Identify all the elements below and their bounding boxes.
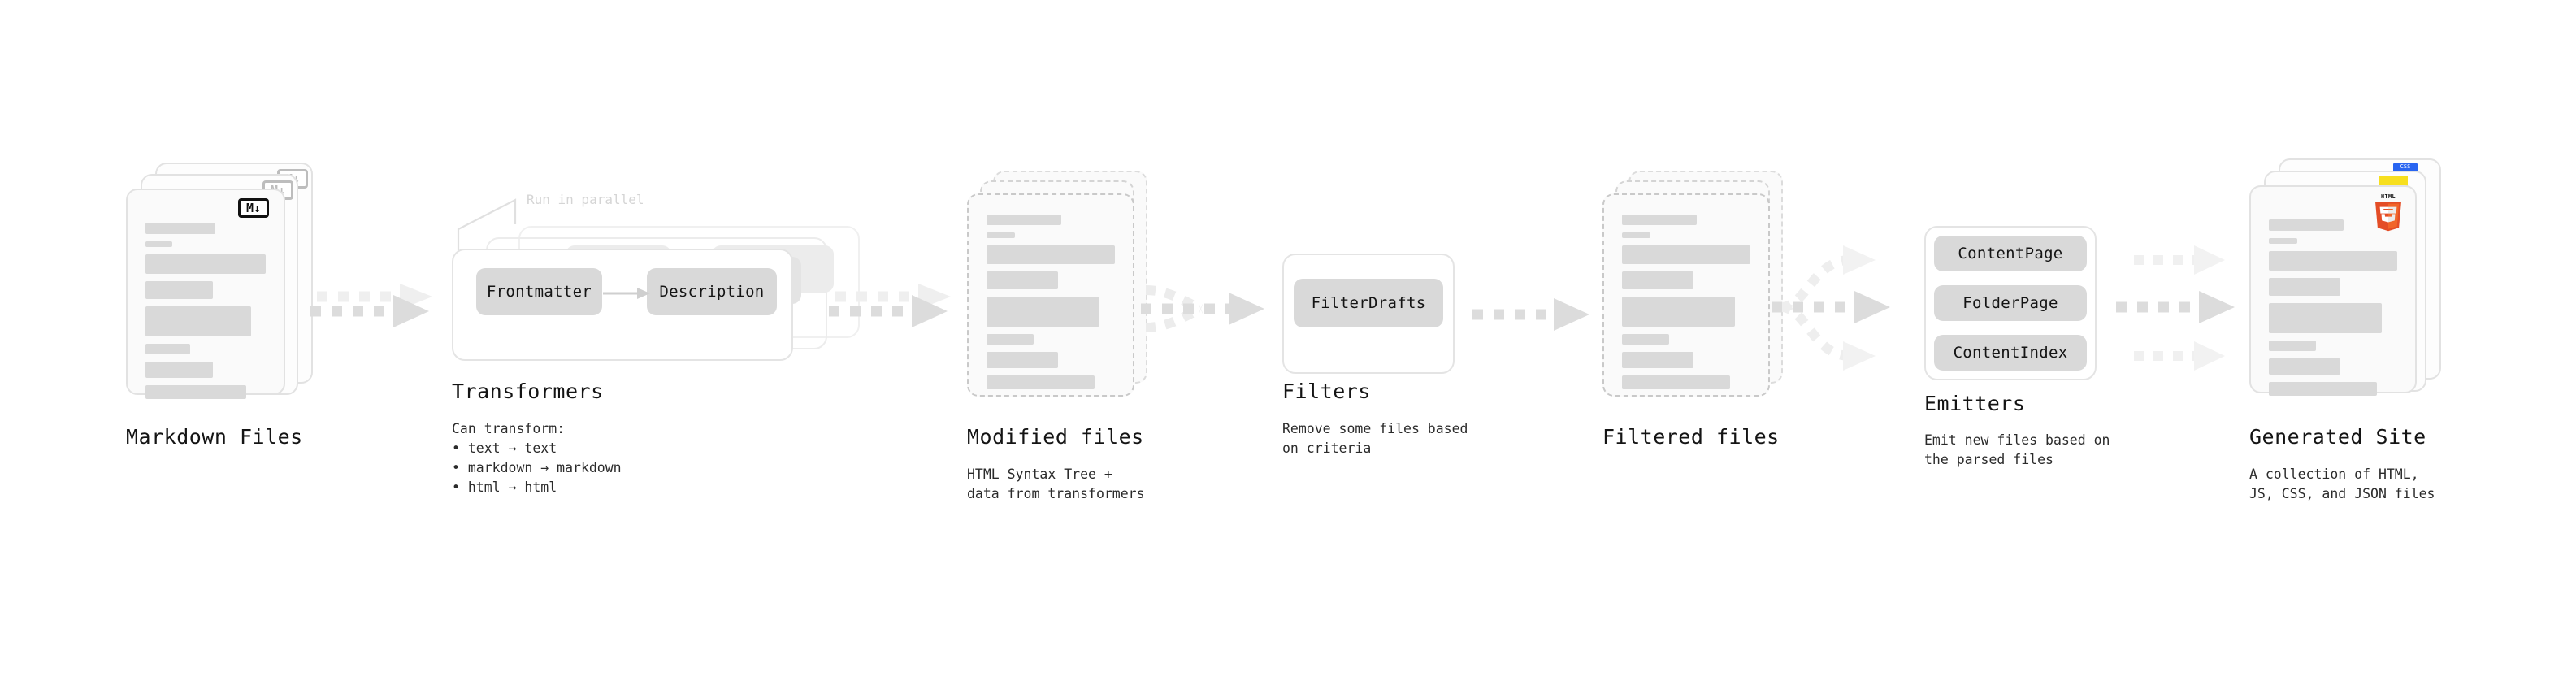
arrow-main [2116,291,2235,323]
transformer-chip-description[interactable]: Description [647,268,777,315]
generated-file-content [2269,219,2397,403]
content-bar [2269,303,2383,333]
emitter-chip-contentindex[interactable]: ContentIndex [1934,335,2087,371]
transformer-chip-frontmatter[interactable]: Frontmatter [476,268,602,315]
run-in-parallel-bracket [457,198,517,254]
emitters-title: Emitters [1924,392,2026,415]
arrow-parallel-bottom [2134,341,2225,371]
emitter-chip-contentpage[interactable]: ContentPage [1934,236,2087,271]
content-bar [987,215,1061,225]
arrow-branch-down [1780,302,1876,371]
content-bar [1622,245,1750,264]
content-bar [1622,375,1730,389]
arrow-transformers-to-modified [829,280,975,337]
emitter-chip-folderpage[interactable]: FolderPage [1934,285,2087,321]
arrow-main [310,295,429,327]
content-bar [145,281,213,299]
modified-file-card-front [967,193,1134,397]
modified-files-title: Modified files [967,425,1144,449]
emitters-subtitle: Emit new files based on the parsed files [1924,432,2110,467]
content-bar [2269,340,2317,351]
transformer-front-arrow [603,288,650,299]
content-bar [2269,219,2344,231]
content-bar [145,241,172,247]
modified-files-subtitle: HTML Syntax Tree + data from transformer… [967,466,1145,501]
content-bar [145,385,247,399]
content-bar [987,297,1100,327]
generated-file-card-html: HTML [2249,185,2417,396]
content-bar [1622,232,1650,238]
filters-subtitle: Remove some files based on criteria [1282,421,1468,456]
content-bar [987,352,1059,368]
content-bar [1622,215,1697,225]
filtered-file-content [1622,215,1750,397]
content-bar [987,232,1015,238]
arrow-emitters-to-site [2116,236,2270,374]
arrow-parallel-top [2134,245,2225,275]
content-bar [145,362,213,378]
content-bar [1622,352,1694,368]
markdown-file-card-front: M↓ [126,189,285,399]
content-bar [145,254,266,274]
modified-file-content [987,215,1115,397]
arrow-main [829,295,948,327]
transformers-subtitle: Can transform: • text → text • markdown … [452,421,622,495]
modified-files-stack [967,171,1154,431]
content-bar [987,271,1059,289]
markdown-icon: M↓ [238,198,269,218]
markdown-file-content [145,223,266,406]
arrow-main [1141,293,1264,325]
generated-site-subtitle: A collection of HTML, JS, CSS, and JSON … [2249,466,2435,501]
content-bar [987,334,1034,345]
arrow-main [1772,291,1890,323]
markdown-files-stack: M↓ M↓ M↓ [126,163,313,423]
arrow-markdown-to-transformers [310,280,457,337]
run-in-parallel-label: Run in parallel [527,192,644,207]
filters-title: Filters [1282,380,1371,403]
content-bar [2269,278,2341,296]
content-bar [1622,334,1670,345]
content-bar [145,344,190,354]
filtered-files-title: Filtered files [1602,425,1780,449]
arrow-filters-to-filtered [1472,297,1611,333]
content-bar [2269,358,2341,375]
content-bar [987,245,1115,264]
emitters-group: ContentPage FolderPage ContentIndex [1924,226,2111,388]
filters-group: FilterDrafts [1282,254,1461,375]
content-bar [1622,271,1694,289]
content-bar [145,223,215,234]
filtered-file-card-front [1602,193,1770,397]
filtered-files-stack [1602,171,1789,431]
content-bar [987,375,1095,389]
arrow-modified-to-filters [1138,268,1300,349]
svg-text:HTML: HTML [2381,193,2396,200]
generated-site-title: Generated Site [2249,425,2426,449]
content-bar [2269,251,2397,271]
html5-icon: HTML [2375,193,2401,232]
content-bar [2269,238,2297,244]
transformers-title: Transformers [452,380,604,403]
markdown-files-title: Markdown Files [126,425,303,449]
transformers-group: Run in parallel Frontmatter Description [452,192,860,361]
content-bar [1622,297,1736,327]
content-bar [2269,382,2377,396]
arrow-filtered-to-emitters [1772,236,1926,374]
generated-site-stack: CSS HTML [2249,158,2452,427]
content-bar [145,306,252,336]
arrow-merge-branches [1145,285,1203,332]
filter-chip-filterdrafts[interactable]: FilterDrafts [1294,279,1443,327]
